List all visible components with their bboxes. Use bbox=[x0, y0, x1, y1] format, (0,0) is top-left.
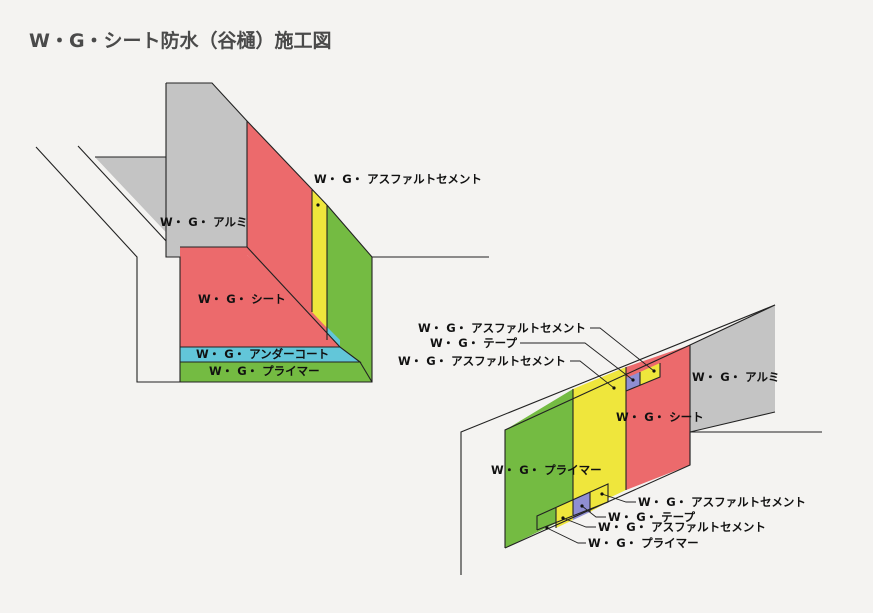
right-outline-main bbox=[504, 304, 776, 548]
sheet-layer bbox=[247, 121, 327, 340]
left-diag-fold bbox=[246, 246, 341, 348]
dot-top-asph-2 bbox=[612, 386, 616, 390]
left-diagram: W・ G・ アルミ W・ G・ アスファルトセメント W・ G・ シート W・ … bbox=[35, 82, 489, 383]
bottom-strip-outline bbox=[536, 483, 609, 531]
left-layer-edges bbox=[180, 346, 362, 363]
dot-bottom-tape bbox=[580, 504, 584, 508]
right-label-bottom-asph-1: W・ G・ アスファルトセメント bbox=[638, 495, 806, 509]
aluminum-layer bbox=[166, 83, 247, 257]
aluminum-layer-fill bbox=[95, 157, 180, 247]
leader-top-asph-2 bbox=[570, 360, 615, 389]
left-wall-outline bbox=[35, 146, 180, 383]
primer-layer bbox=[180, 205, 372, 382]
left-layer-edge-b bbox=[359, 361, 373, 383]
dot-top-tape bbox=[631, 378, 635, 382]
dot-bottom-primer bbox=[545, 526, 549, 530]
left-gutter-edge-1 bbox=[77, 145, 181, 257]
leader-bottom-asph-1 bbox=[601, 493, 636, 503]
right-label-bottom-asph-2: W・ G・ アスファルトセメント bbox=[598, 520, 766, 534]
right-label-bottom-primer: W・ G・ プライマー bbox=[588, 536, 699, 550]
top-asph-1 bbox=[640, 363, 660, 385]
dot-top-asph-1 bbox=[652, 369, 656, 373]
right-label-aluminum: W・ G・ アルミ bbox=[692, 370, 780, 384]
right-aluminum-layer bbox=[690, 305, 775, 432]
right-label-sheet: W・ G・ シート bbox=[616, 410, 704, 424]
left-outline-1 bbox=[165, 83, 373, 383]
left-label-aluminum: W・ G・ アルミ bbox=[160, 215, 248, 229]
left-label-primer: W・ G・ プライマー bbox=[209, 364, 320, 378]
leader-bottom-tape bbox=[581, 505, 606, 518]
leader-top-tape bbox=[520, 342, 634, 381]
dot-bottom-asph-1 bbox=[600, 492, 604, 496]
left-label-under-coat: W・ G・ アンダーコート bbox=[196, 347, 329, 361]
under-coat-layer bbox=[180, 347, 360, 362]
right-label-bottom-tape: W・ G・ テープ bbox=[608, 510, 695, 524]
asphalt-cement-dot bbox=[316, 203, 320, 207]
right-label-primer: W・ G・ プライマー bbox=[491, 463, 602, 477]
page-title: W・G・シート防水（谷樋）施工図 bbox=[29, 30, 332, 52]
left-outline-2 bbox=[166, 82, 328, 206]
leader-top-asph-1 bbox=[590, 327, 655, 372]
leader-bottom-asph-2 bbox=[562, 517, 596, 528]
left-label-sheet: W・ G・ シート bbox=[198, 292, 286, 306]
right-label-top-tape: W・ G・ テープ bbox=[430, 336, 517, 350]
right-diagram: W・ G・ アスファルトセメント W・ G・ テープ W・ G・ アスファルトセ… bbox=[398, 304, 822, 575]
right-asphalt-layer bbox=[573, 367, 626, 515]
leader-bottom-primer bbox=[546, 527, 586, 544]
sheet-layer-floor bbox=[180, 247, 340, 347]
right-label-top-asph-1: W・ G・ アスファルトセメント bbox=[418, 321, 586, 335]
right-wall-outline bbox=[460, 304, 776, 575]
dot-bottom-asph-2 bbox=[561, 516, 565, 520]
bottom-asph-strip-2 bbox=[590, 484, 608, 512]
top-strip-outline bbox=[625, 363, 661, 392]
right-label-top-asph-2: W・ G・ アスファルトセメント bbox=[398, 354, 566, 368]
left-label-asphalt-cement: W・ G・ アスファルトセメント bbox=[314, 172, 482, 186]
asphalt-cement-strip bbox=[312, 190, 327, 328]
